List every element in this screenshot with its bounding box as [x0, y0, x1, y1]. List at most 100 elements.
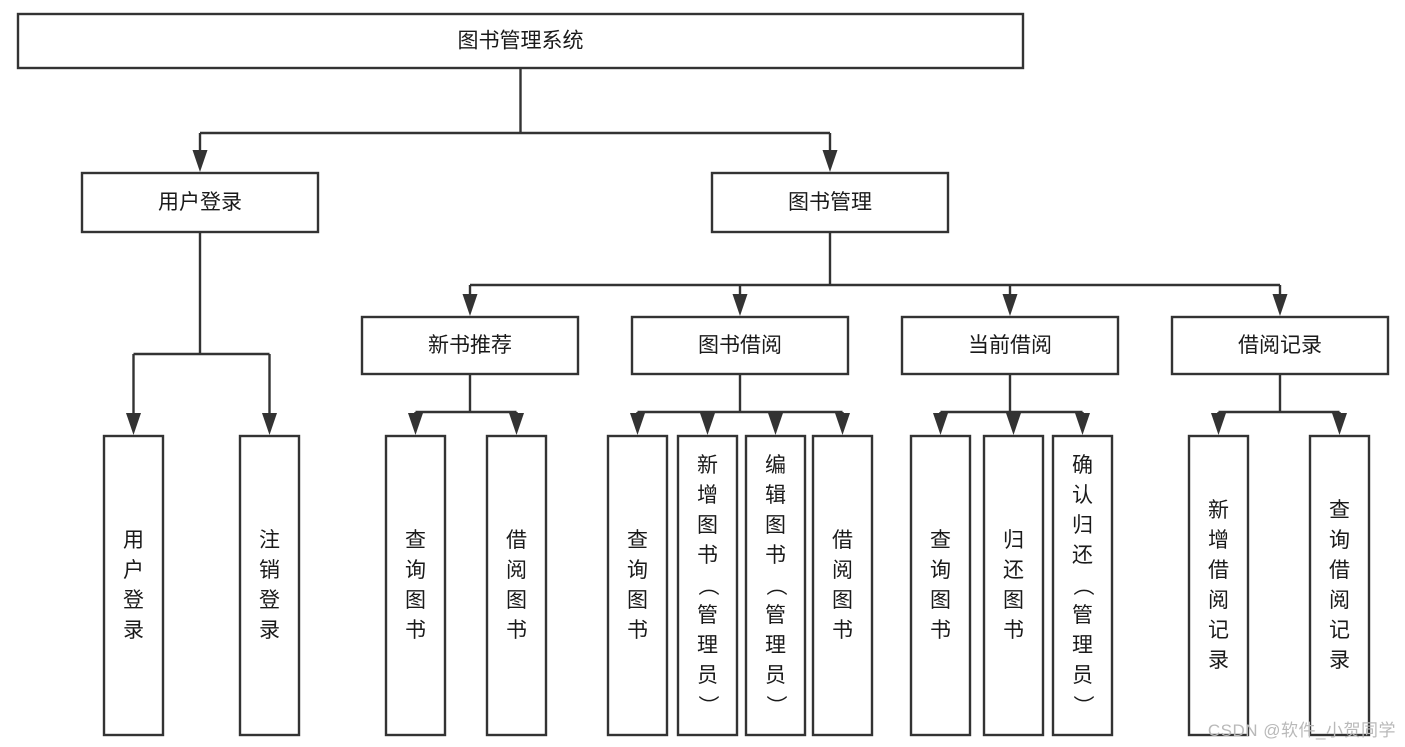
node-label-char: 图	[697, 514, 718, 537]
node-label-char: ）	[696, 695, 719, 716]
node-box[interactable]	[1051, 434, 1114, 737]
connector-group	[1211, 374, 1347, 435]
node-label-char: 增	[697, 484, 718, 507]
node-label-char: 增	[1208, 529, 1229, 552]
node-label-char: 查	[1329, 499, 1350, 522]
node-label-char: 借	[1208, 559, 1229, 582]
node-leaf-query-book-1[interactable]: 查询图书查询图书	[384, 434, 447, 737]
node-borrow-record[interactable]: 借阅记录	[1170, 315, 1390, 376]
arrow-head-icon	[933, 413, 948, 435]
node-box[interactable]	[102, 434, 165, 737]
node-leaf-return-book[interactable]: 归还图书归还图书	[982, 434, 1045, 737]
node-box[interactable]	[238, 434, 301, 737]
node-label-char: 登	[259, 589, 280, 612]
node-label-char: 户	[123, 559, 144, 582]
node-label-char: 阅	[506, 559, 527, 582]
node-label-char: 图	[1003, 589, 1024, 612]
node-label-char: 确	[1072, 454, 1093, 477]
arrow-head-icon	[192, 150, 208, 172]
node-box[interactable]	[909, 434, 972, 737]
node-box[interactable]	[811, 434, 874, 737]
arrow-head-icon	[1006, 413, 1021, 435]
node-book-borrow[interactable]: 图书借阅	[630, 315, 850, 376]
node-leaf-logout[interactable]: 注销登录注销登录	[238, 434, 301, 737]
node-box[interactable]	[676, 434, 739, 737]
arrow-head-icon	[262, 413, 277, 435]
node-label-char: 理	[765, 634, 786, 657]
node-leaf-user-login[interactable]: 用户登录用户登录	[102, 434, 165, 737]
node-label: 图书借阅	[698, 334, 782, 357]
node-box[interactable]	[16, 12, 1025, 70]
node-box[interactable]	[1170, 315, 1390, 376]
node-leaf-add-record[interactable]: 新增借阅记录新增借阅记录	[1187, 434, 1250, 737]
node-leaf-borrow-book-2[interactable]: 借阅图书借阅图书	[811, 434, 874, 737]
node-label-char: 书	[405, 619, 426, 642]
node-label-char: （	[696, 575, 719, 596]
node-label-char: 录	[1208, 649, 1229, 672]
node-label-char: 阅	[1329, 589, 1350, 612]
arrow-head-icon	[1002, 294, 1018, 316]
arrow-head-icon	[462, 294, 478, 316]
node-box[interactable]	[80, 171, 320, 234]
node-new-book-rec[interactable]: 新书推荐	[360, 315, 580, 376]
node-box[interactable]	[606, 434, 669, 737]
node-box[interactable]	[900, 315, 1120, 376]
node-label-char: 还	[1072, 544, 1093, 567]
node-label-char: 图	[405, 589, 426, 612]
node-label-char: 录	[1329, 649, 1350, 672]
node-label: 新书推荐	[428, 334, 512, 357]
node-box[interactable]	[485, 434, 548, 737]
node-label-char: 编	[765, 454, 786, 477]
arrow-head-icon	[126, 413, 141, 435]
node-label-char: 询	[1329, 529, 1350, 552]
node-label-char: 理	[697, 634, 718, 657]
arrow-head-icon	[700, 413, 715, 435]
node-label-char: 注	[259, 529, 280, 552]
node-label-char: ）	[764, 695, 787, 716]
node-label-char: 询	[405, 559, 426, 582]
node-label-char: 员	[1072, 664, 1093, 687]
node-label-char: 记	[1208, 619, 1229, 642]
connector-group	[462, 232, 1288, 316]
node-label-char: 书	[697, 544, 718, 567]
node-root[interactable]: 图书管理系统	[16, 12, 1025, 70]
node-box[interactable]	[630, 315, 850, 376]
node-leaf-query-book-3[interactable]: 查询图书查询图书	[909, 434, 972, 737]
node-label-char: 管	[697, 604, 718, 627]
node-leaf-borrow-book-1[interactable]: 借阅图书借阅图书	[485, 434, 548, 737]
node-label-char: 书	[930, 619, 951, 642]
node-box[interactable]	[744, 434, 807, 737]
node-label-char: 登	[123, 589, 144, 612]
node-label-char: 借	[832, 529, 853, 552]
node-label-char: 查	[930, 529, 951, 552]
node-box[interactable]	[360, 315, 580, 376]
node-box[interactable]	[1308, 434, 1371, 737]
node-label-char: 辑	[765, 484, 786, 507]
node-leaf-query-record[interactable]: 查询借阅记录查询借阅记录	[1308, 434, 1371, 737]
node-box[interactable]	[982, 434, 1045, 737]
node-label-char: 记	[1329, 619, 1350, 642]
arrow-head-icon	[732, 294, 748, 316]
node-label-char: 认	[1072, 484, 1093, 507]
node-leaf-query-book-2[interactable]: 查询图书查询图书	[606, 434, 669, 737]
connector-group	[192, 68, 838, 172]
connector-layer	[126, 68, 1347, 435]
node-label-char: 图	[765, 514, 786, 537]
node-label-char: 用	[123, 529, 144, 552]
node-label-char: 理	[1072, 634, 1093, 657]
node-user-login[interactable]: 用户登录	[80, 171, 320, 234]
node-book-manage[interactable]: 图书管理	[710, 171, 950, 234]
node-current-borrow[interactable]: 当前借阅	[900, 315, 1120, 376]
node-box[interactable]	[384, 434, 447, 737]
node-label: 用户登录	[158, 191, 242, 214]
node-label-char: 新	[1208, 499, 1229, 522]
node-label-char: 新	[697, 454, 718, 477]
arrow-head-icon	[822, 150, 838, 172]
node-box[interactable]	[710, 171, 950, 234]
node-box[interactable]	[1187, 434, 1250, 737]
